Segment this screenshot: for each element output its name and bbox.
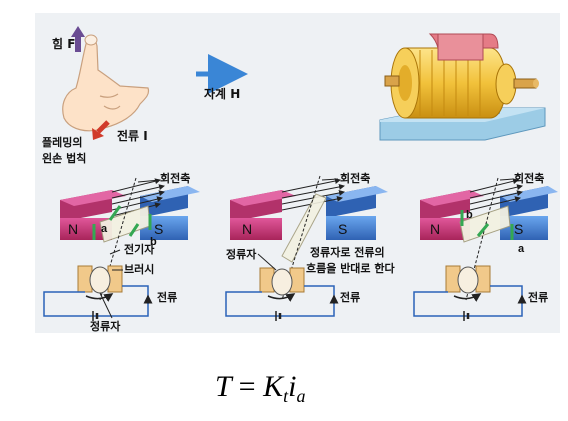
hand-icon [62, 39, 150, 132]
pole-n-label: N [68, 221, 78, 237]
current-label-1: 전류 [157, 290, 177, 304]
formula-t: T [215, 370, 232, 403]
brush-label: 브러시 [124, 262, 154, 276]
pole-n-label: N [430, 221, 440, 237]
formula-k: K [263, 370, 284, 403]
motor-stage-2: N S 회전축 정류자 정류자로 전류의 흐름을 반대로 한다 전류 [225, 171, 395, 321]
torque-formula: T = Ktia [215, 370, 305, 410]
pole-s-label: S [338, 221, 347, 237]
commutator-note-line2: 흐름을 반대로 한다 [306, 261, 395, 275]
motor-stage-3: N S b a 회전축 전류 [413, 171, 558, 321]
formula-i-sub: a [296, 386, 306, 406]
formula-k-sub: t [283, 386, 289, 406]
motor-stage-1: N S a b 회전축 전기자 브러시 [43, 171, 200, 333]
coil-b-label: b [150, 236, 157, 248]
rule-title-line2: 왼손 법칙 [42, 151, 86, 165]
current-label: 전류 I [117, 128, 148, 143]
force-label: 힘 F [52, 36, 75, 51]
current-arrow-icon [92, 120, 110, 140]
magnet-n [60, 218, 112, 240]
axis-label-1: 회전축 [160, 171, 190, 185]
commutator-label-1: 정류자 [90, 319, 121, 333]
commutator-label-2: 정류자 [226, 247, 257, 261]
coil-a-label: a [518, 243, 525, 255]
pole-s-label: S [154, 221, 163, 237]
commutator-note-line1: 정류자로 전류의 [310, 245, 385, 259]
force-arrow-icon [71, 26, 85, 52]
axis-label-2: 회전축 [340, 171, 370, 185]
field-label: 자계 H [204, 86, 240, 101]
thumb-tip-icon [84, 34, 98, 46]
armature-label: 전기자 [124, 242, 155, 256]
rule-title-line1: 플레밍의 [42, 135, 82, 149]
formula-i: i [288, 370, 297, 403]
pole-s-label: S [514, 221, 523, 237]
fleming-left-hand-rule: 힘 F 자계 H 전류 I 플레밍의 왼손 법칙 [42, 26, 248, 165]
coil-a-label: a [101, 223, 108, 235]
formula-equals: = [238, 370, 256, 403]
pole-n-label: N [242, 221, 252, 237]
dc-motor-illustration [379, 33, 546, 141]
current-label-3: 전류 [528, 290, 548, 304]
current-label-2: 전류 [340, 290, 360, 304]
axis-label-3: 회전축 [514, 171, 544, 185]
coil-b-label: b [466, 209, 473, 221]
